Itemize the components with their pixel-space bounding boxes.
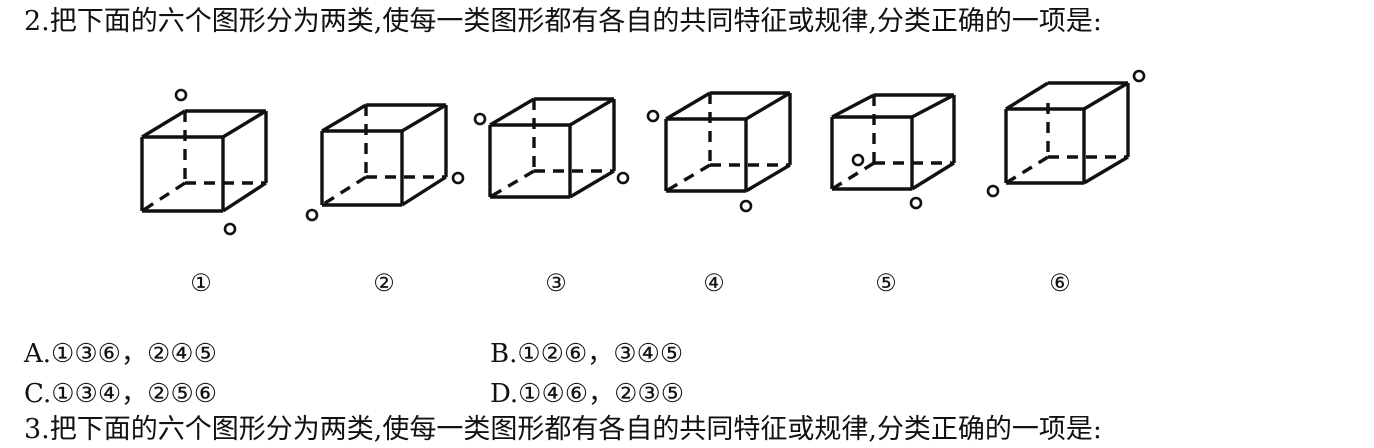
option-c[interactable]: C.①③④，②⑤⑥ [24, 379, 218, 409]
cube-5-dot [851, 153, 865, 167]
figure-label-6: ⑥ [1049, 269, 1071, 297]
cube-6-dot-2 [986, 184, 1000, 198]
cube-2-dot [305, 208, 319, 222]
cube-figure-6 [986, 69, 1146, 198]
cube-2-dot-2 [451, 171, 465, 185]
option-a[interactable]: A.①③⑥，②④⑤ [24, 339, 217, 369]
option-d[interactable]: D.①④⑥，②③⑤ [490, 379, 685, 409]
cube-4-dot-2 [739, 199, 753, 213]
figure-label-5: ⑤ [875, 269, 897, 297]
cube-3-dot-2 [616, 171, 630, 185]
cube-5-dot-2 [909, 196, 923, 210]
next-question-partial: 3.把下面的六个图形分为两类,使每一类图形都有各自的共同特征或规律,分类正确的一… [24, 414, 1103, 445]
cube-4-dot [646, 109, 660, 123]
cube-figure-1 [140, 88, 268, 236]
cube-figure-2 [305, 103, 465, 222]
figures-row [0, 60, 1374, 240]
cube-figure-4 [646, 91, 792, 213]
cube-figure-5 [830, 93, 956, 210]
option-b[interactable]: B.①②⑥，③④⑤ [490, 339, 684, 369]
figure-label-1: ① [190, 269, 212, 297]
cube-6-dot [1132, 69, 1146, 83]
figure-label-4: ④ [703, 269, 725, 297]
cube-1-dot-2 [223, 222, 237, 236]
question-text: 2.把下面的六个图形分为两类,使每一类图形都有各自的共同特征或规律,分类正确的一… [24, 6, 1103, 37]
cube-1-dot [174, 88, 188, 102]
figure-label-2: ② [373, 269, 395, 297]
figure-label-3: ③ [545, 269, 567, 297]
cube-3-dot [473, 112, 487, 126]
cube-figure-3 [473, 97, 630, 199]
